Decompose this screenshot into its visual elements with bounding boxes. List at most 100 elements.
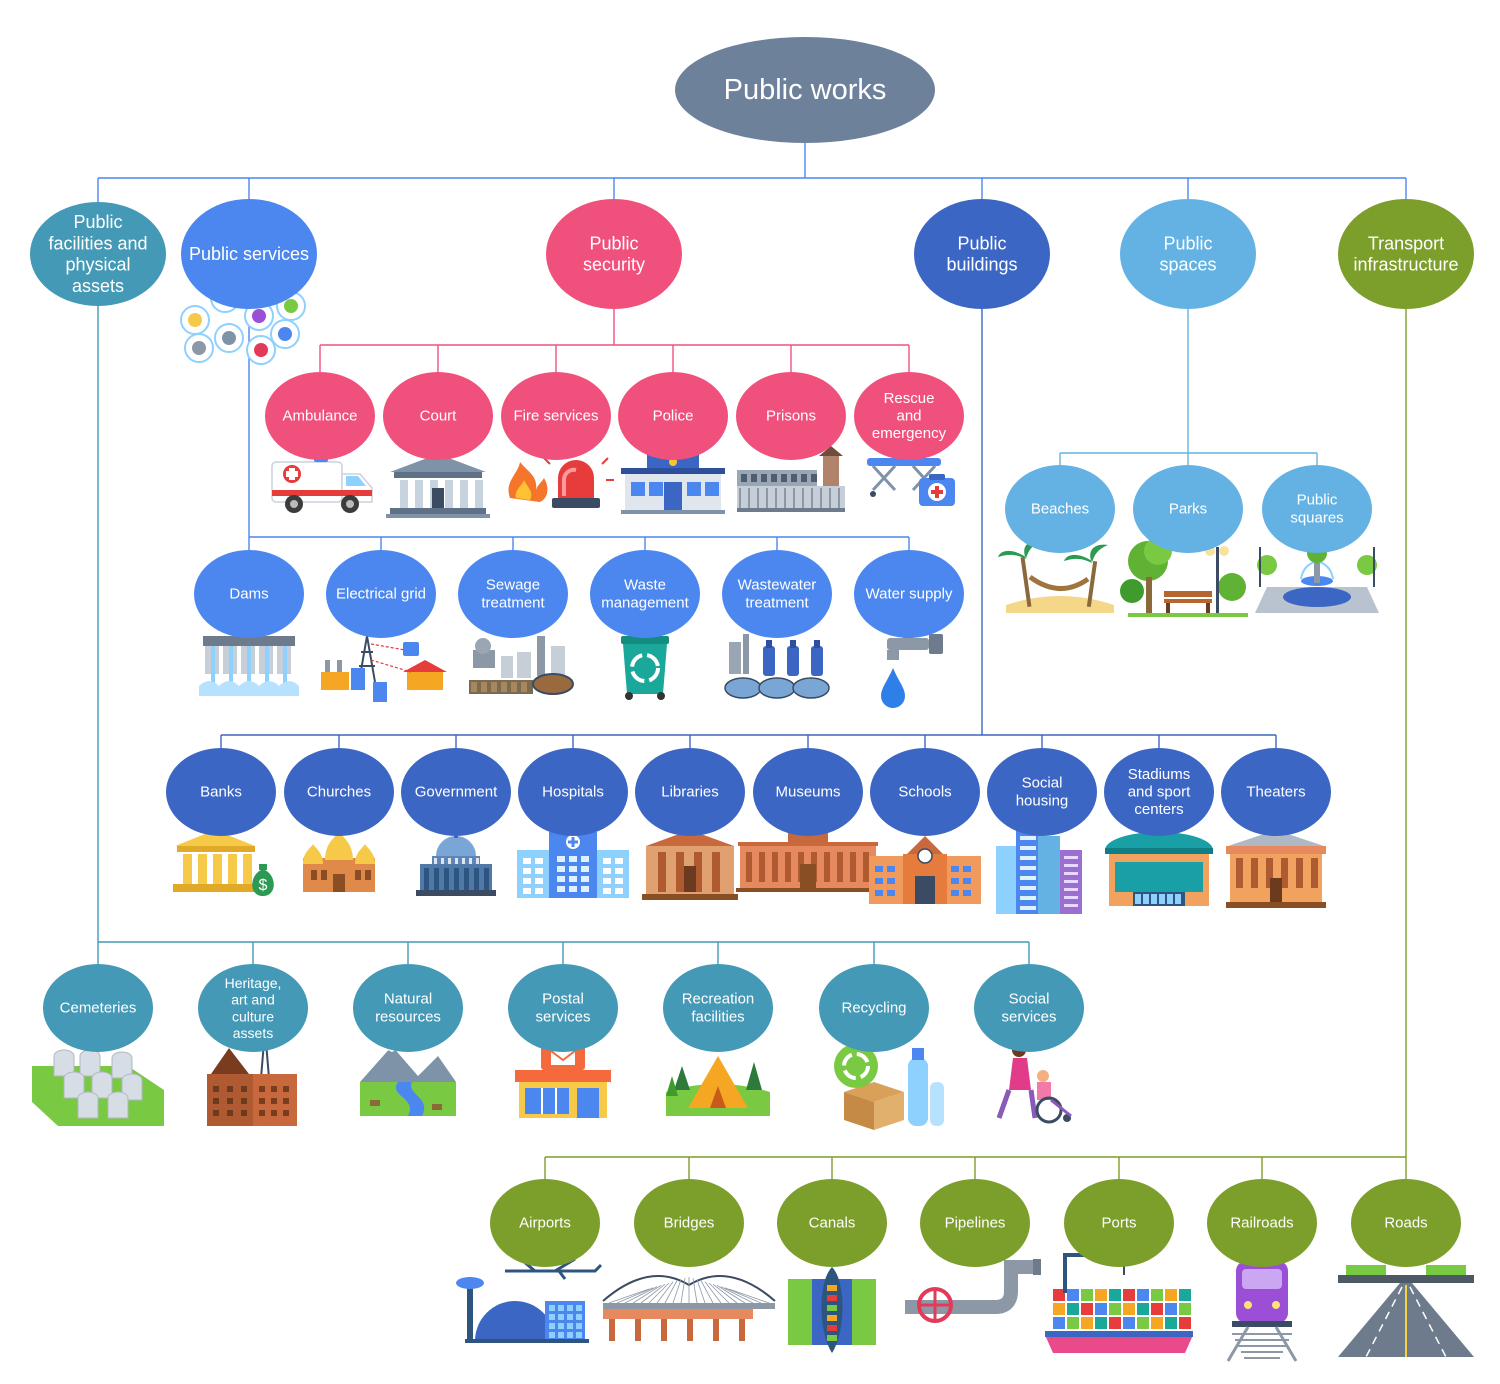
root-node-public-works-ellipse [675, 37, 935, 143]
dam-icon [199, 636, 299, 696]
node-roads-ellipse [1351, 1179, 1461, 1267]
node-ambulance: Ambulance [265, 372, 375, 460]
capitol-icon [416, 830, 496, 896]
category-node-spaces-label: spaces [1159, 255, 1216, 275]
theater-icon [1226, 830, 1326, 908]
node-stadiums-and-sport-centers-label: centers [1134, 801, 1183, 818]
faucet-drop-icon [881, 632, 943, 708]
root-node-public-works: Public works [675, 37, 935, 143]
node-social-housing-ellipse [987, 748, 1097, 836]
node-airports: Airports [490, 1179, 600, 1267]
node-cemeteries-ellipse [43, 964, 153, 1052]
node-government-ellipse [401, 748, 511, 836]
node-museums-label: Museums [775, 784, 840, 801]
water-treatment-icon [724, 634, 830, 699]
church-icon [303, 820, 375, 892]
node-court-label: Court [420, 408, 458, 425]
node-public-squares-label: squares [1290, 509, 1343, 526]
node-police: Police [618, 372, 728, 460]
airport-icon [456, 1257, 603, 1343]
node-stadiums-and-sport-centers-ellipse [1104, 748, 1214, 836]
node-banks-ellipse [166, 748, 276, 836]
stadium-icon [1105, 832, 1213, 906]
tower-blocks-icon [996, 830, 1082, 914]
node-beaches-ellipse [1005, 465, 1115, 553]
node-theaters-ellipse [1221, 748, 1331, 836]
node-police-label: Police [653, 408, 694, 425]
node-recreation-facilities-ellipse [663, 964, 773, 1052]
node-sewage-treatment-label: treatment [481, 594, 545, 611]
category-node-facilities-label: Public [73, 212, 122, 232]
fountain-icon [1255, 543, 1379, 613]
node-ports-ellipse [1064, 1179, 1174, 1267]
node-social-housing-label: Social [1022, 775, 1063, 792]
node-bridges-label: Bridges [664, 1215, 715, 1232]
node-ambulance-label: Ambulance [282, 408, 357, 425]
node-public-squares-ellipse [1262, 465, 1372, 553]
node-dams-ellipse [194, 550, 304, 638]
category-node-services-label: Public services [189, 244, 309, 264]
node-natural-resources-ellipse [353, 964, 463, 1052]
node-hospitals-label: Hospitals [542, 784, 604, 801]
category-node-buildings-label: buildings [946, 255, 1017, 275]
node-beaches: Beaches [1005, 465, 1115, 553]
node-canals: Canals [777, 1179, 887, 1267]
node-court: Court [383, 372, 493, 460]
node-rescue-and-emergency-label: emergency [872, 425, 947, 442]
node-canals-ellipse [777, 1179, 887, 1267]
category-node-transport-label: Transport [1368, 233, 1444, 253]
svg-text:$: $ [259, 877, 268, 894]
node-theaters: Theaters [1221, 748, 1331, 836]
category-node-facilities-label: assets [72, 276, 124, 296]
school-icon [869, 836, 981, 904]
bank-icon: $ [173, 830, 274, 896]
node-water-supply-ellipse [854, 550, 964, 638]
node-fire-services-label: Fire services [513, 408, 598, 425]
node-court-ellipse [383, 372, 493, 460]
node-beaches-label: Beaches [1031, 501, 1089, 518]
node-prisons: Prisons [736, 372, 846, 460]
power-grid-icon [321, 635, 447, 702]
node-museums-ellipse [753, 748, 863, 836]
category-node-facilities-label: facilities and [48, 233, 147, 253]
library-icon [642, 830, 738, 900]
node-electrical-grid-label: Electrical grid [336, 586, 426, 603]
node-libraries-label: Libraries [661, 784, 719, 801]
category-node-buildings-ellipse [914, 199, 1050, 309]
recycling-box-icon [834, 1044, 944, 1130]
node-ports: Ports [1064, 1179, 1174, 1267]
node-cemeteries: Cemeteries [43, 964, 153, 1052]
post-office-icon [515, 1046, 611, 1118]
node-natural-resources-label: Natural [384, 991, 432, 1008]
node-social-services-ellipse [974, 964, 1084, 1052]
node-waste-management-label: Waste [624, 577, 666, 594]
node-heritage-art-and-culture-assets-label: Heritage, [225, 975, 282, 991]
category-node-spaces-ellipse [1120, 199, 1256, 309]
category-node-security-label: security [583, 255, 645, 275]
node-icons: $ [32, 269, 1474, 1362]
node-railroads-label: Railroads [1230, 1215, 1293, 1232]
node-railroads-ellipse [1207, 1179, 1317, 1267]
node-schools: Schools [870, 748, 980, 836]
category-node-security-ellipse [546, 199, 682, 309]
node-sewage-treatment-ellipse [458, 550, 568, 638]
highway-icon [1338, 1265, 1474, 1358]
node-wastewater-treatment-label: treatment [745, 594, 809, 611]
root-node-public-works-label: Public works [724, 74, 887, 106]
ambulance-icon [271, 454, 373, 513]
node-hospitals: Hospitals [518, 748, 628, 836]
node-theaters-label: Theaters [1246, 784, 1305, 801]
node-dams-label: Dams [229, 586, 268, 603]
camping-tent-icon [666, 1056, 770, 1116]
node-recycling: Recycling [819, 964, 929, 1052]
